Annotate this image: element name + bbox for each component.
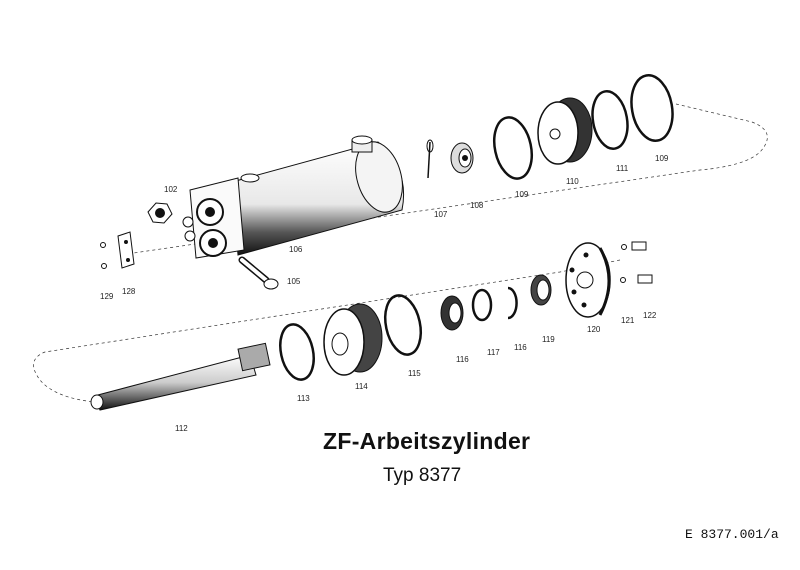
part-label-114: 114 — [355, 382, 368, 391]
part-label-109a: 109 — [515, 190, 529, 199]
mounting-bracket — [100, 231, 135, 269]
part-label-102: 102 — [164, 185, 178, 194]
part-label-115: 115 — [408, 369, 421, 378]
circlip — [507, 286, 518, 320]
cylinder-head — [323, 303, 383, 376]
part-label-109b: 109 — [655, 154, 669, 163]
ring-113 — [279, 323, 315, 381]
cylinder-body — [182, 135, 405, 259]
ring-109-right — [630, 74, 674, 142]
screws-121-122 — [620, 241, 653, 284]
castle-nut — [450, 142, 474, 174]
ring-117 — [471, 288, 493, 322]
bushing-119 — [530, 274, 552, 306]
part-label-106: 106 — [289, 245, 303, 254]
assembly-guide-lines — [33, 103, 768, 403]
split-pin — [426, 139, 434, 179]
part-label-111: 111 — [616, 164, 629, 173]
seal-116 — [440, 295, 464, 331]
part-label-110: 110 — [566, 177, 579, 186]
diagram-title: ZF-Arbeitszylinder — [323, 428, 531, 454]
o-ring-upper-left — [493, 116, 533, 180]
part-label-112: 112 — [175, 424, 188, 433]
part-label-116b: 116 — [514, 343, 527, 352]
part-label-105: 105 — [287, 277, 301, 286]
part-label-128: 128 — [122, 287, 136, 296]
part-label-113: 113 — [297, 394, 310, 403]
part-label-121: 121 — [621, 316, 635, 325]
diagram-subtitle: Typ 8377 — [383, 465, 462, 486]
hex-nut — [147, 202, 173, 224]
document-number: E 8377.001/a — [685, 527, 779, 542]
part-label-129: 129 — [100, 292, 114, 301]
part-label-117: 117 — [487, 348, 500, 357]
piston — [537, 97, 593, 165]
part-label-116a: 116 — [456, 355, 469, 364]
part-label-107: 107 — [434, 210, 448, 219]
part-label-119: 119 — [542, 335, 555, 344]
part-label-120: 120 — [587, 325, 601, 334]
ring-111 — [591, 90, 629, 150]
part-labels: 102 105 106 107 108 109 110 111 109 128 … — [100, 154, 669, 433]
part-label-108: 108 — [470, 201, 484, 210]
flange-plate — [565, 242, 611, 318]
part-label-122: 122 — [643, 311, 657, 320]
bolt — [238, 256, 279, 290]
ring-115 — [383, 294, 423, 356]
piston-rod — [90, 342, 271, 411]
